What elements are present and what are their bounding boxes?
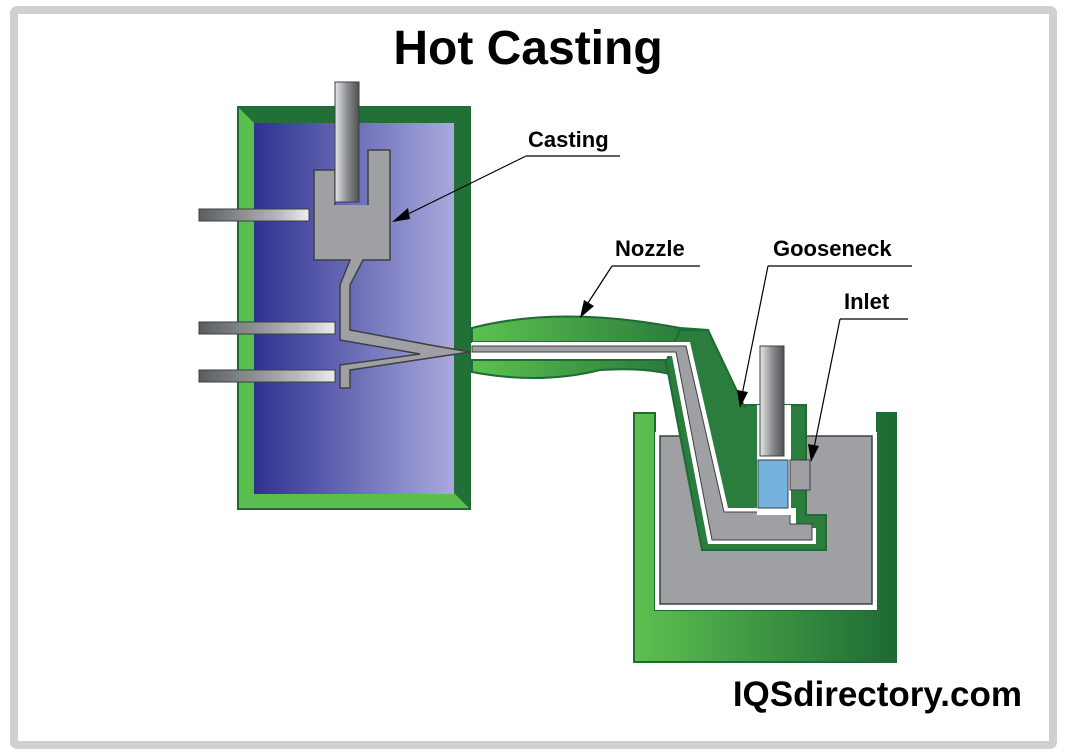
casting-part [313, 149, 471, 389]
inlet-label: Inlet [844, 289, 890, 314]
casting-label: Casting [528, 127, 609, 152]
ejector-pin-middle [198, 321, 336, 335]
plunger-rod [759, 345, 785, 457]
gooseneck-label: Gooseneck [773, 236, 892, 261]
ejector-pin-bottom [198, 369, 336, 383]
inlet-port [789, 459, 811, 491]
label-casting: Casting [392, 127, 620, 222]
gooseneck-arrow-icon [737, 390, 748, 408]
outer-border [10, 6, 1057, 749]
diagram-title: Hot Casting [393, 22, 662, 75]
nozzle-arrow-icon [580, 300, 594, 318]
label-gooseneck: Gooseneck [737, 236, 912, 408]
plunger-head [757, 459, 789, 509]
casting-arrow-icon [392, 208, 410, 222]
brand-watermark: IQSdirectory.com [733, 675, 1022, 714]
ejector-pin-top [198, 208, 310, 222]
inlet-arrow-icon [808, 444, 819, 462]
label-inlet: Inlet [808, 289, 908, 462]
label-nozzle: Nozzle [580, 236, 700, 318]
vertical-core-rod [334, 81, 360, 203]
nozzle-label: Nozzle [615, 236, 685, 261]
